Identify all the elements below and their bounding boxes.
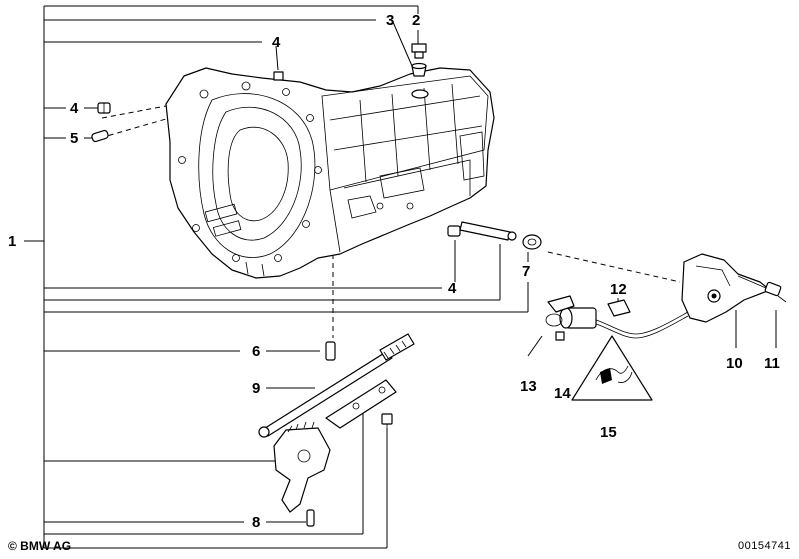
callout-1: 1 — [8, 233, 16, 250]
position-switch-part — [681, 253, 771, 323]
callout-labels: 1 2 3 4 4 5 4 7 6 9 8 12 13 14 15 10 11 — [8, 12, 780, 531]
shaft-seal-part — [522, 234, 542, 250]
callout-13: 13 — [520, 378, 537, 395]
callout-4-upper: 4 — [272, 34, 281, 51]
callout-15: 15 — [600, 424, 617, 441]
wiring-harness-part — [589, 311, 689, 339]
callout-4-left: 4 — [70, 100, 79, 117]
copyright-text: © BMW AG — [8, 539, 72, 553]
selector-shaft-part — [459, 221, 517, 241]
cable-clip-part — [607, 299, 631, 317]
callout-12: 12 — [610, 281, 627, 298]
bolt-upper-part — [273, 71, 284, 81]
bolt-lower-part — [447, 225, 461, 237]
callout-4-lower: 4 — [448, 280, 457, 297]
screw-plug-part — [411, 43, 427, 59]
leader-lines — [24, 5, 777, 549]
callout-3: 3 — [386, 12, 394, 29]
callout-11: 11 — [764, 355, 780, 372]
selector-rod-part — [258, 333, 415, 438]
pin-part — [325, 341, 336, 361]
callout-5: 5 — [70, 130, 78, 147]
callout-8: 8 — [252, 514, 260, 531]
transmission-housing — [165, 67, 495, 279]
selector-bracket-part — [325, 379, 397, 429]
document-number: 00154741 — [738, 540, 791, 552]
plug-connector-part — [545, 295, 597, 341]
bolt-left-part — [97, 102, 111, 114]
callout-9: 9 — [252, 380, 260, 397]
dowel-pin-part — [91, 129, 109, 143]
warning-label-part — [571, 335, 653, 401]
bracket-bolt-part — [381, 413, 393, 430]
callout-10: 10 — [726, 355, 743, 372]
switch-bolt-part — [764, 281, 787, 303]
callout-14: 14 — [554, 385, 571, 402]
spring-pin-part — [306, 509, 315, 527]
selector-lever-part — [273, 421, 331, 513]
callout-7: 7 — [522, 263, 530, 280]
callout-2: 2 — [412, 12, 420, 29]
sealing-ring-part — [411, 62, 427, 77]
callout-6: 6 — [252, 343, 260, 360]
